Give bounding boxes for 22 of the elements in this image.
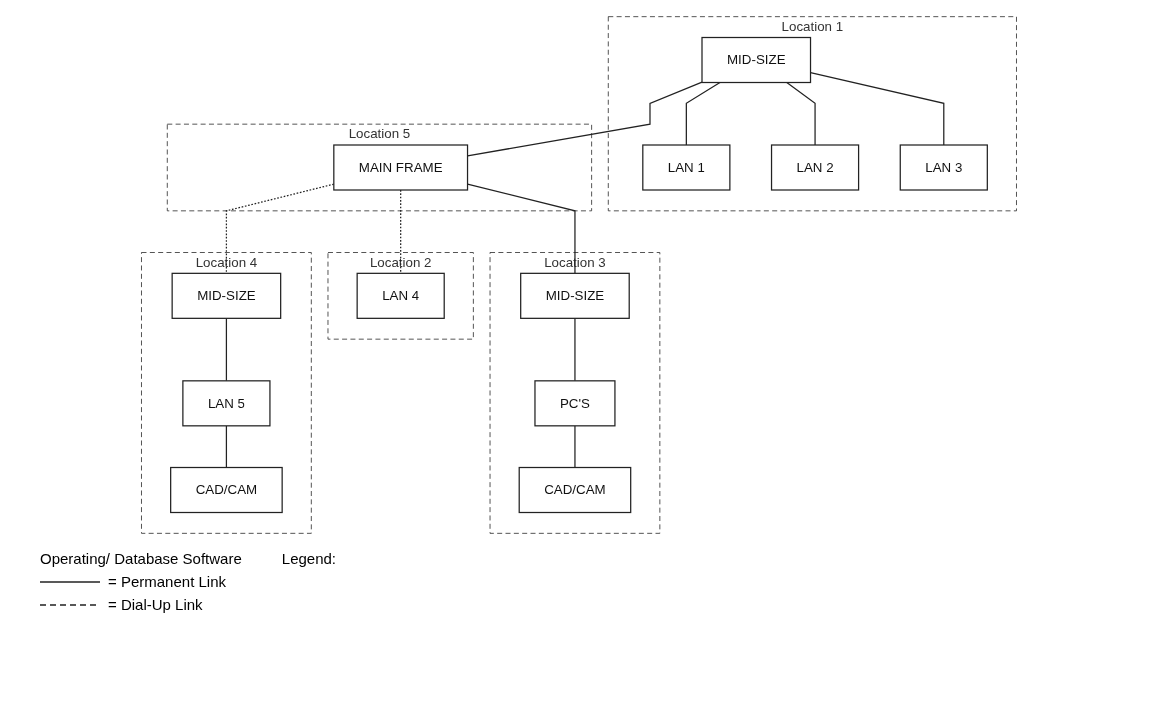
connector [786,81,816,146]
connector [685,81,721,146]
connector [225,425,228,469]
node-box: LAN 1 [642,144,731,191]
connector [225,317,228,382]
note-text: Operating/ Database Software [40,550,242,567]
node-box: LAN 4 [356,272,445,319]
node-box: LAN 3 [899,144,988,191]
node-box: LAN 2 [770,144,860,191]
legend-text: = Permanent Link [108,573,226,590]
node-box: CAD/CAM [170,466,283,514]
note-text: Legend: [281,550,337,567]
node-box: MID-SIZE [701,36,812,84]
connector [574,317,576,382]
node-box: MID-SIZE [171,272,282,319]
node-box: PC'S [534,380,616,427]
node-box: CAD/CAM [518,466,632,514]
legend-text: = Dial-Up Link [108,596,203,613]
node-box: LAN 5 [182,380,271,427]
connector [574,425,576,469]
node-box: MID-SIZE [520,272,630,319]
node-box: MAIN FRAME [333,144,469,191]
